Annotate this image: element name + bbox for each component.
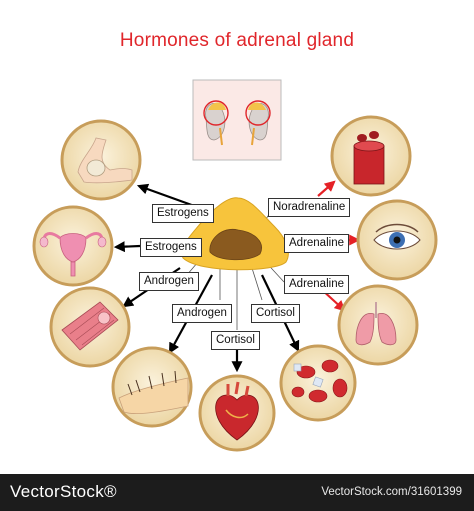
label-androgen-left: Androgen	[139, 272, 199, 291]
lungs-icon	[355, 302, 397, 346]
target-blood-cells	[279, 344, 357, 422]
heart-icon	[215, 381, 259, 441]
diagram-title: Hormones of adrenal gland	[119, 30, 355, 51]
right-kidney-icon	[245, 100, 271, 146]
knee-joint-icon	[77, 137, 133, 184]
target-blood-vessel	[330, 115, 412, 197]
left-kidney-icon	[203, 100, 229, 146]
target-uterus-ovaries	[32, 205, 114, 287]
label-cortisol-right: Cortisol	[251, 304, 300, 323]
target-eye	[356, 199, 438, 281]
target-lungs	[337, 284, 419, 366]
footer-bar: VectorStock® VectorStock.com/31601399	[0, 474, 474, 511]
label-cortisol-center: Cortisol	[211, 331, 260, 350]
brand-logo: VectorStock®	[10, 482, 117, 501]
uterus-icon	[39, 232, 107, 277]
label-adrenaline-upper: Adrenaline	[284, 234, 349, 253]
label-noradrenaline: Noradrenaline	[268, 198, 351, 217]
label-estrogens-upper: Estrogens	[152, 204, 214, 223]
label-androgen-center: Androgen	[172, 304, 232, 323]
target-bone-joint	[60, 119, 142, 201]
target-heart	[198, 374, 276, 452]
target-skin-hair	[111, 346, 193, 428]
kidney-inset	[192, 79, 282, 161]
eye-icon	[373, 223, 421, 250]
skin-hair-icon	[118, 370, 189, 414]
target-muscle	[49, 286, 131, 368]
label-adrenaline-lower: Adrenaline	[284, 275, 349, 294]
muscle-fiber-icon	[61, 301, 119, 351]
blood-vessel-icon	[353, 131, 385, 185]
diagram-canvas	[32, 79, 438, 452]
label-estrogens-lower: Estrogens	[140, 238, 202, 257]
image-credit: VectorStock.com/31601399	[321, 486, 462, 498]
blood-cells-icon	[291, 359, 348, 403]
